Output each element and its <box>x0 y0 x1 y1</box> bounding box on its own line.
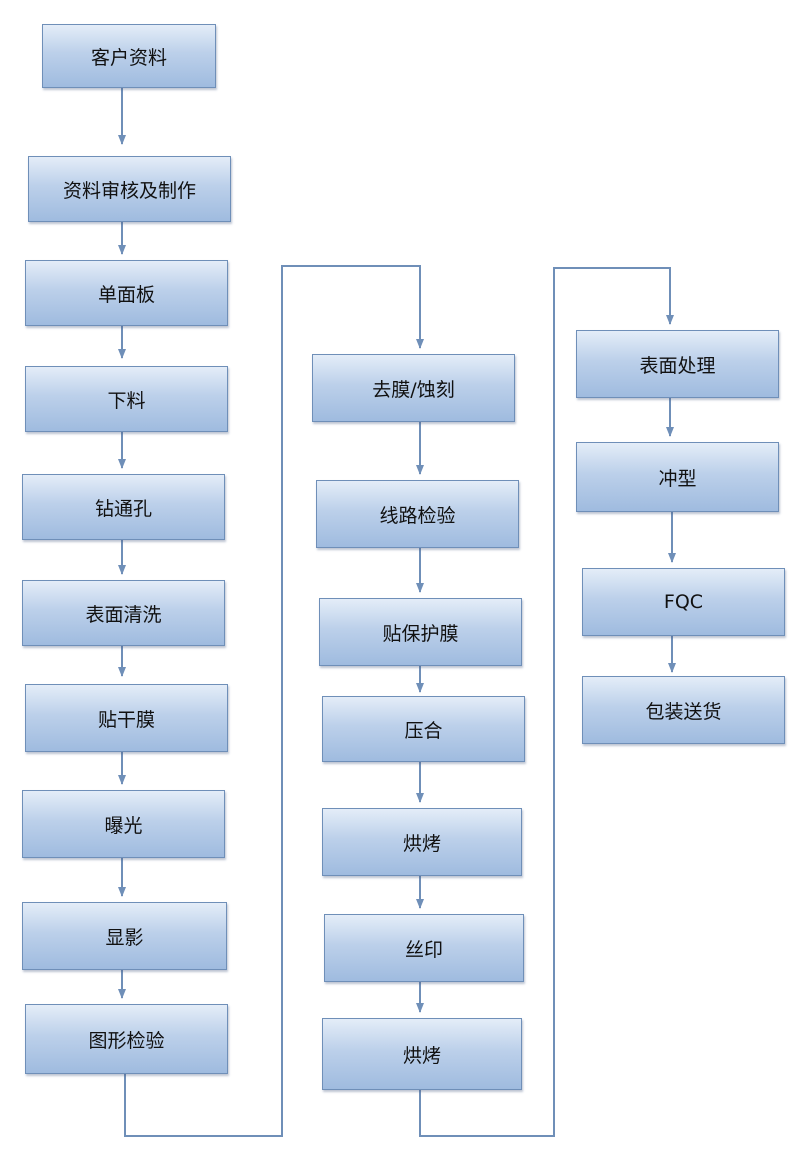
step-fqc: FQC <box>582 568 785 636</box>
column-link-2-3 <box>419 267 674 1137</box>
step-surface-cleaning: 表面清洗 <box>22 580 225 646</box>
step-protective-film: 贴保护膜 <box>319 598 522 666</box>
step-strip-etch: 去膜/蚀刻 <box>312 354 515 422</box>
step-customer-data: 客户资料 <box>42 24 216 88</box>
step-baking-1: 烘烤 <box>322 808 522 876</box>
step-surface-treatment: 表面处理 <box>576 330 779 398</box>
step-punching: 冲型 <box>576 442 779 512</box>
step-cutting: 下料 <box>25 366 228 432</box>
step-circuit-inspection: 线路检验 <box>316 480 519 548</box>
column-link-1-2 <box>124 265 424 1137</box>
step-exposure: 曝光 <box>22 790 225 858</box>
step-lamination: 压合 <box>322 696 525 762</box>
step-dry-film: 贴干膜 <box>25 684 228 752</box>
step-pack-ship: 包装送货 <box>582 676 785 744</box>
step-pattern-inspection: 图形检验 <box>25 1004 228 1074</box>
step-silkscreen: 丝印 <box>324 914 524 982</box>
step-developing: 显影 <box>22 902 227 970</box>
step-data-review: 资料审核及制作 <box>28 156 231 222</box>
step-baking-2: 烘烤 <box>322 1018 522 1090</box>
step-single-sided-board: 单面板 <box>25 260 228 326</box>
step-drill-holes: 钻通孔 <box>22 474 225 540</box>
